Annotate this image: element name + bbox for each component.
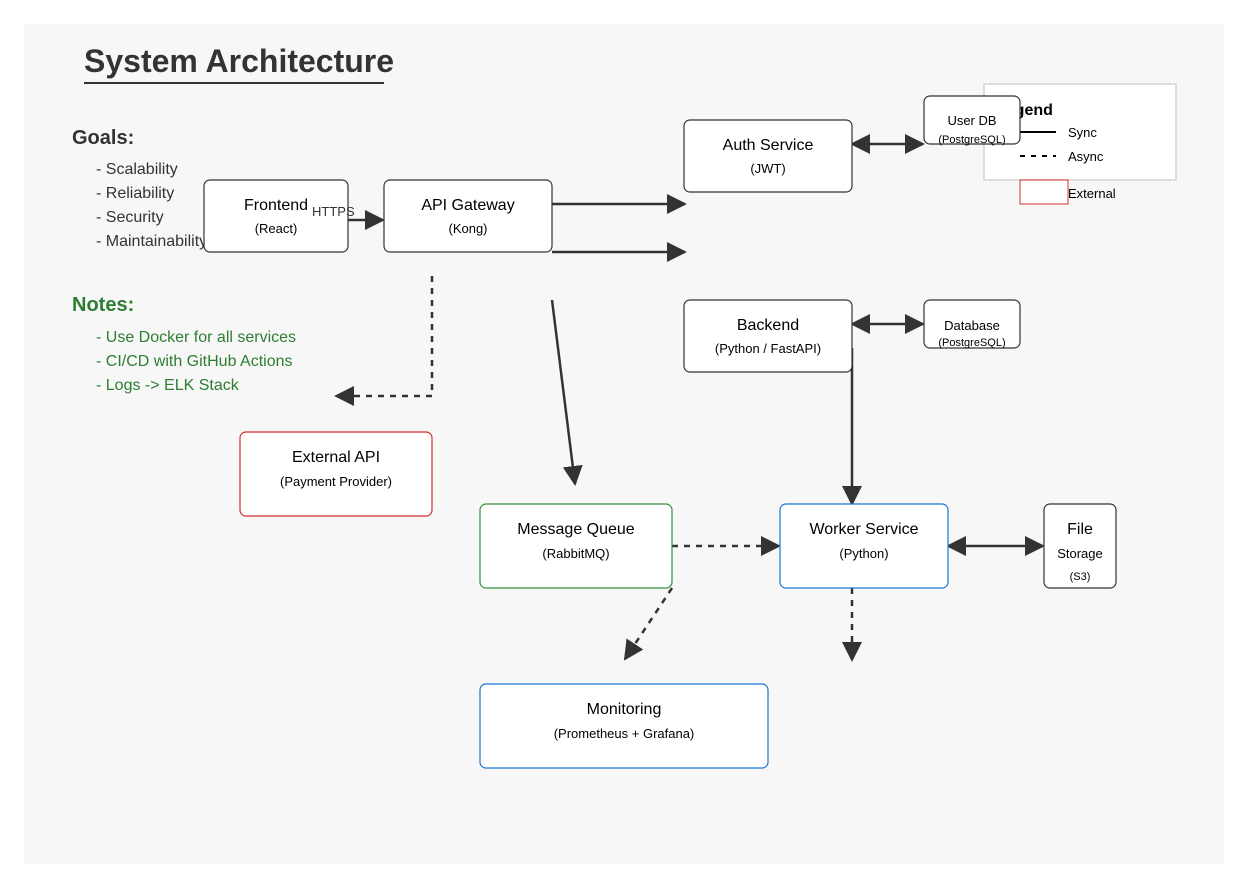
notes-item: - Logs -> ELK Stack — [96, 377, 240, 394]
goals-item: - Reliability — [96, 185, 174, 202]
node-auth-service[interactable]: Auth Service (JWT) — [683, 119, 853, 193]
node-gateway-title: API Gateway — [421, 197, 514, 214]
legend-async-label: Async — [1068, 149, 1104, 164]
node-database[interactable]: Database (PostgreSQL) — [923, 299, 1021, 349]
node-frontend[interactable]: Frontend (React) — [203, 179, 349, 253]
node-api-gateway[interactable]: API Gateway (Kong) — [383, 179, 553, 253]
node-storage-title: File — [1067, 521, 1093, 538]
node-message-queue[interactable]: Message Queue (RabbitMQ) — [479, 503, 673, 589]
node-auth-title: Auth Service — [723, 137, 814, 154]
node-frontend-title: Frontend — [244, 197, 308, 214]
node-database-sub: (PostgreSQL) — [938, 337, 1005, 349]
node-backend-sub: (Python / FastAPI) — [715, 341, 821, 356]
node-backend-title: Backend — [737, 317, 799, 334]
node-worker-title: Worker Service — [809, 521, 918, 538]
goals-item: - Maintainability — [96, 233, 207, 250]
edge-queue-monitoring — [623, 587, 674, 661]
node-worker-service[interactable]: Worker Service (Python) — [779, 503, 949, 589]
node-frontend-sub: (React) — [255, 221, 298, 236]
node-database-title: Database — [944, 318, 1000, 333]
notes-item: - Use Docker for all services — [96, 329, 296, 346]
node-storage-sub: (S3) — [1070, 571, 1091, 583]
node-monitoring-title: Monitoring — [587, 701, 662, 718]
node-worker-sub: (Python) — [839, 546, 888, 561]
notes-heading: Notes: — [72, 294, 134, 316]
node-userdb-title: User DB — [947, 113, 996, 128]
goals-heading: Goals: — [72, 127, 134, 149]
node-external-api[interactable]: External API (Payment Provider) — [239, 431, 433, 517]
node-external-title: External API — [292, 449, 380, 466]
node-backend[interactable]: Backend (Python / FastAPI) — [683, 299, 853, 373]
node-queue-title: Message Queue — [517, 521, 635, 538]
node-auth-sub: (JWT) — [750, 161, 785, 176]
edge-gateway-queue — [550, 299, 583, 486]
edge-https-label: HTTPS — [312, 204, 355, 219]
goals-item: - Scalability — [96, 161, 178, 178]
node-file-storage[interactable]: File Storage (S3) — [1043, 503, 1117, 589]
node-user-db[interactable]: User DB (PostgreSQL) — [923, 95, 1021, 146]
legend-external-swatch — [1019, 179, 1069, 205]
node-external-sub: (Payment Provider) — [280, 474, 392, 489]
legend-sync-label: Sync — [1068, 125, 1097, 140]
node-userdb-sub: (PostgreSQL) — [938, 134, 1005, 146]
node-queue-sub: (RabbitMQ) — [542, 546, 609, 561]
edge-gateway-external — [334, 276, 434, 406]
node-storage-title2: Storage — [1057, 546, 1103, 561]
node-monitoring[interactable]: Monitoring (Prometheus + Grafana) — [479, 683, 769, 769]
page-title: System Architecture — [84, 43, 394, 79]
goals-item: - Security — [96, 209, 164, 226]
node-gateway-sub: (Kong) — [448, 221, 487, 236]
node-monitoring-sub: (Prometheus + Grafana) — [554, 726, 695, 741]
legend-external-label: External — [1068, 186, 1116, 201]
notes-item: - CI/CD with GitHub Actions — [96, 353, 293, 370]
